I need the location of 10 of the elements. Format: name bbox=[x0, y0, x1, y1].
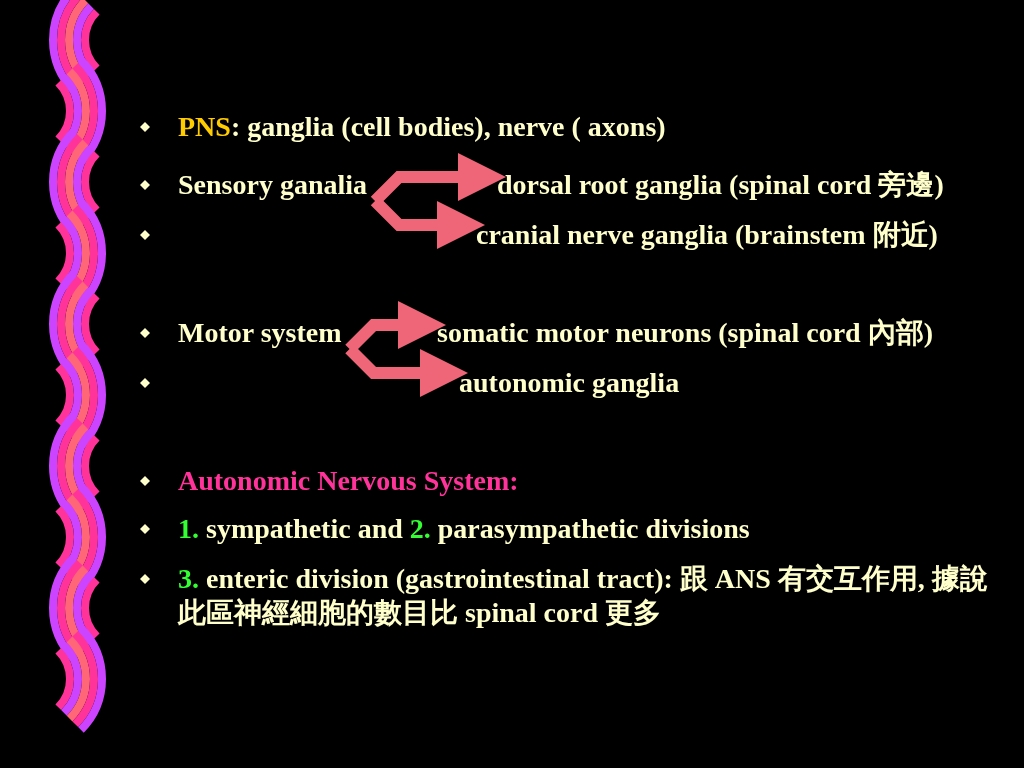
bullet-text: somatic motor neurons (spinal cord 內部) bbox=[437, 316, 933, 350]
bullet-text: 3. enteric division (gastrointestinal tract): 跟 ANS 有交互作用, 據說此區神經細胞的數目比 spinal cord 更多 bbox=[178, 562, 988, 630]
bullet-text: Motor system bbox=[178, 316, 342, 350]
bullet-text: PNS: ganglia (cell bodies), nerve ( axons) bbox=[178, 110, 666, 144]
bullet-text: Autonomic Nervous System: bbox=[178, 464, 519, 498]
bullet-text: Sensory ganalia bbox=[178, 168, 368, 202]
bullet-text: autonomic ganglia bbox=[459, 366, 680, 400]
bullet-text: 1. sympathetic and 2. parasympathetic divisions bbox=[178, 512, 750, 546]
bullet-text: dorsal root ganglia (spinal cord 旁邊) bbox=[497, 168, 944, 202]
bullet-text: cranial nerve ganglia (brainstem 附近) bbox=[476, 218, 938, 252]
